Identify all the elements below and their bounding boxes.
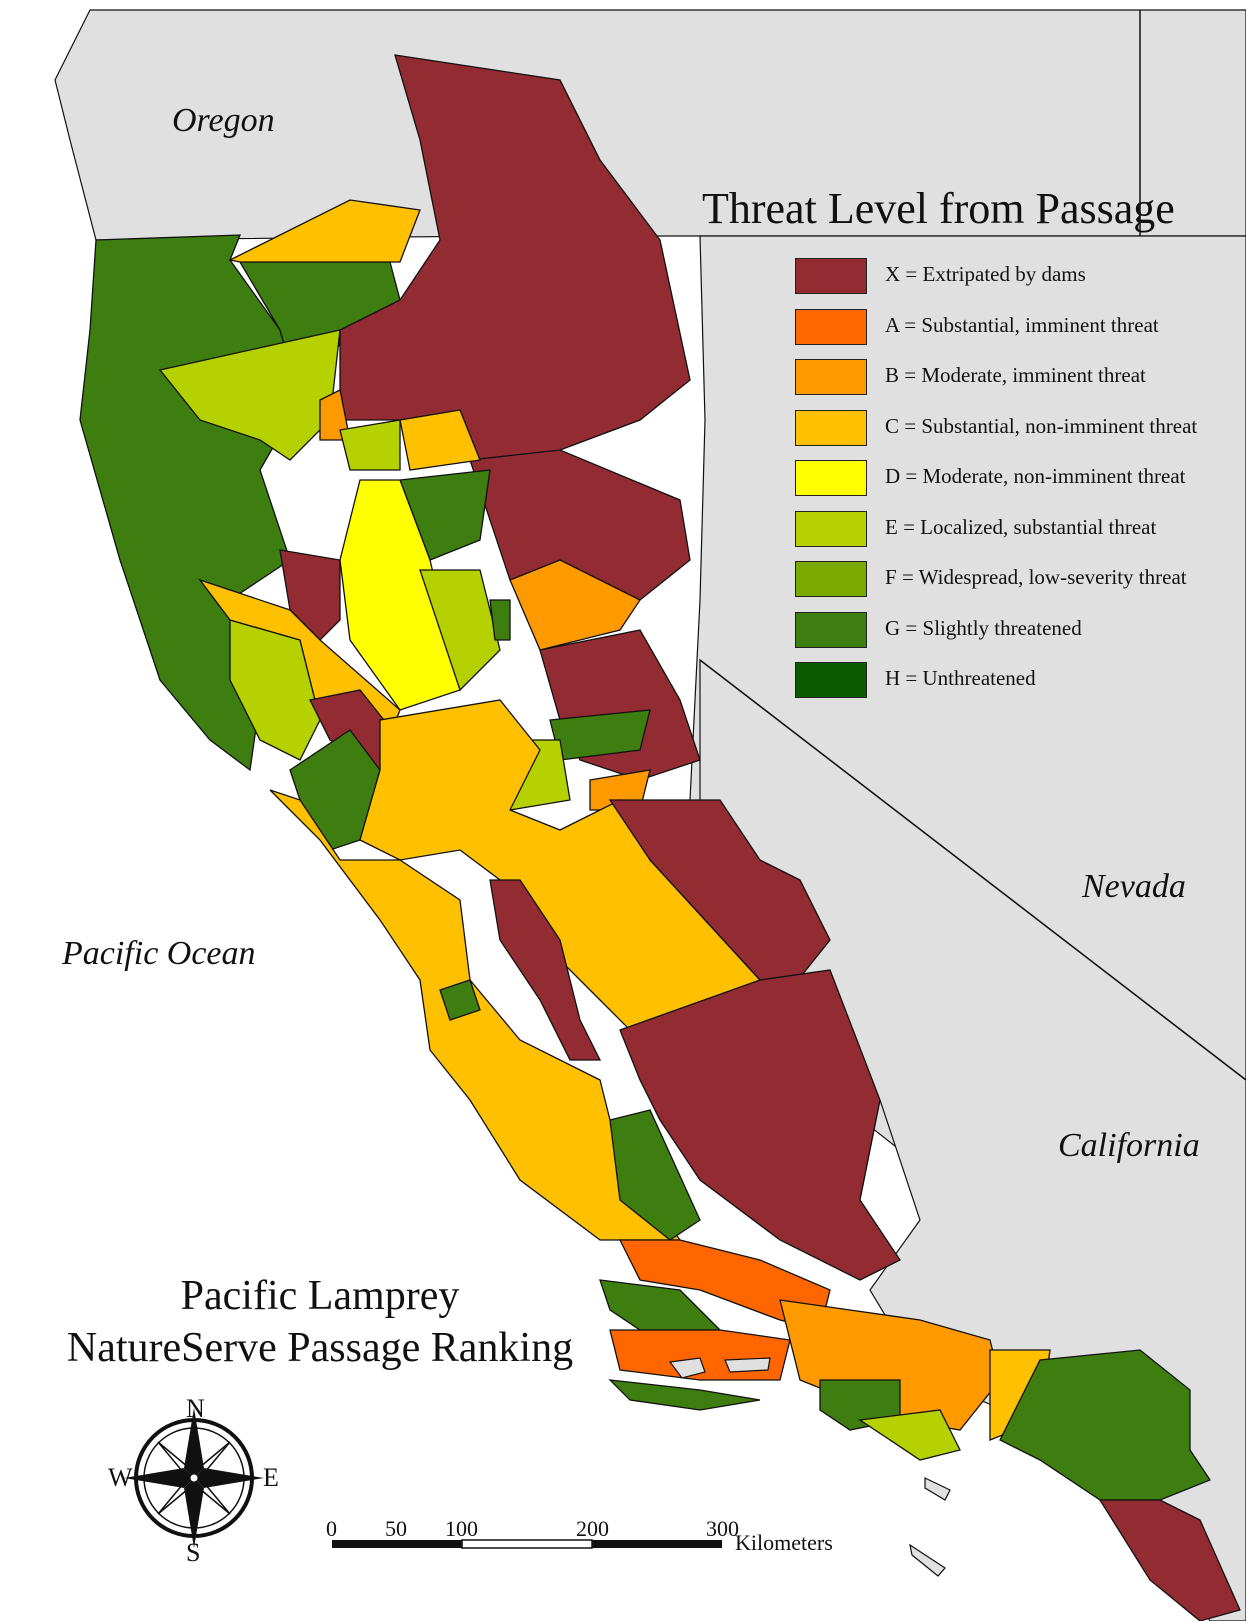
legend-label: C = Substantial, non-imminent threat <box>885 413 1198 438</box>
legend-label: G = Slightly threatened <box>885 615 1082 640</box>
legend-label: E = Localized, substantial threat <box>885 514 1157 539</box>
watershed-x-diablo <box>489 879 602 1061</box>
scale-seg-2 <box>461 1539 593 1549</box>
compass-south-point <box>184 1478 204 1548</box>
watershed-e-small <box>339 419 401 471</box>
scale-tick-300: 300 <box>706 1516 739 1541</box>
legend-item: G = Slightly threatened <box>795 611 1246 652</box>
watershed-x-west <box>279 549 341 641</box>
watershed-upper-klamath-c <box>228 199 421 263</box>
watershed-yellow <box>339 479 461 711</box>
label-nevada: Nevada <box>1082 868 1186 905</box>
channel-islands <box>668 1357 951 1577</box>
compass-w-label: W <box>108 1463 133 1492</box>
compass-n-label: N <box>186 1394 205 1423</box>
watershed-g-small <box>489 599 511 641</box>
watersheds <box>79 54 1241 1621</box>
legend-title: Threat Level from Passage <box>702 184 1175 233</box>
legend-label: D = Moderate, non-imminent threat <box>885 464 1186 488</box>
compass-center <box>189 1473 199 1483</box>
legend-item: F = Widespread, low-severity threat <box>795 561 1246 601</box>
watershed-g-salinas <box>609 1109 701 1241</box>
legend-swatch <box>795 409 867 446</box>
legend-label: X = Extripated by dams <box>885 262 1086 286</box>
watershed-e-mid <box>419 569 501 692</box>
label-oregon: Oregon <box>172 102 275 139</box>
legend-swatch <box>795 561 867 597</box>
legend-label: A = Substantial, imminent threat <box>885 312 1159 337</box>
legend-item: A = Substantial, imminent threat <box>795 308 1246 349</box>
island-3 <box>924 1477 951 1501</box>
map-title: Pacific Lamprey NatureServe Passage Rank… <box>20 1270 620 1374</box>
legend-swatch <box>795 460 867 496</box>
watershed-g-coast-ss <box>608 1379 761 1411</box>
legend-swatch <box>795 611 867 648</box>
nevada-border <box>699 659 1246 1081</box>
legend-item: D = Moderate, non-imminent threat <box>795 460 1246 500</box>
watershed-g-inland <box>999 1349 1211 1501</box>
island-2 <box>724 1357 771 1373</box>
scale-tick-200: 200 <box>576 1516 609 1541</box>
watershed-b-feather <box>509 559 641 651</box>
legend-swatch <box>795 359 867 395</box>
watershed-e-la <box>858 1409 961 1461</box>
label-california: California <box>1058 1127 1200 1164</box>
compass-north-point <box>184 1408 204 1478</box>
compass-east-point <box>194 1468 264 1488</box>
island-4 <box>909 1543 946 1577</box>
legend-item: H = Unthreatened <box>795 662 1246 702</box>
scale-tick-50: 50 <box>385 1516 407 1541</box>
watershed-x-san-diego <box>1098 1499 1241 1621</box>
map-title-line2: NatureServe Passage Ranking <box>66 1325 574 1371</box>
legend-item: X = Extripated by dams <box>795 258 1246 298</box>
legend-swatch <box>795 662 867 698</box>
watershed-x-sierra-s <box>608 799 831 991</box>
legend-item: C = Substantial, non-imminent threat <box>795 409 1246 450</box>
label-pacific-ocean: Pacific Ocean <box>62 935 256 972</box>
scale-tick-0: 0 <box>326 1516 337 1541</box>
watershed-g-bay <box>439 979 481 1021</box>
scale-seg-3 <box>592 1540 722 1548</box>
island-1 <box>668 1357 706 1379</box>
watershed-x-tulare <box>619 969 901 1281</box>
scale-bar <box>332 1539 722 1549</box>
legend-label: H = Unthreatened <box>885 666 1036 690</box>
compass-e-label: E <box>263 1463 279 1492</box>
legend-swatch <box>795 510 867 547</box>
legend-swatch <box>795 258 867 294</box>
legend-item: E = Localized, substantial threat <box>795 510 1246 551</box>
legend-item: B = Moderate, imminent threat <box>795 359 1246 399</box>
scale-tick-100: 100 <box>445 1516 478 1541</box>
legend-label: F = Widespread, low-severity threat <box>885 565 1187 589</box>
compass-rose <box>124 1408 264 1548</box>
compass-west-point <box>124 1468 194 1488</box>
scale-unit: Kilometers <box>735 1530 833 1555</box>
map-title-line1: Pacific Lamprey <box>180 1273 460 1319</box>
legend-label: B = Moderate, imminent threat <box>885 363 1146 387</box>
compass-s-label: S <box>186 1538 201 1567</box>
watershed-c-north <box>399 409 481 471</box>
scale-seg-1 <box>332 1540 462 1548</box>
legend-swatch <box>795 308 867 345</box>
